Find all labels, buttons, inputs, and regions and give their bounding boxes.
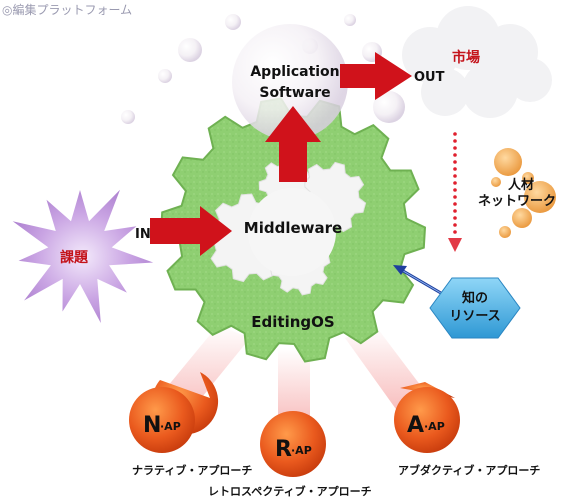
approach-r-suffix: ·AP [291, 444, 312, 457]
middleware-label: Middleware [244, 219, 342, 237]
bubble-decorations [121, 14, 405, 124]
dotted-arrow [453, 132, 457, 234]
out-label: OUT [414, 70, 445, 85]
knowledge-label-line2: リソース [449, 309, 500, 324]
market-label: 市場 [452, 49, 480, 66]
approach-n-letter: N [143, 413, 161, 438]
knowledge-hexagon [429, 277, 521, 339]
approach-r: R ·AP [260, 411, 326, 477]
application-label-line2: Software [259, 85, 330, 101]
approach-r-letter: R [275, 437, 292, 462]
application-label-line1: Application [250, 64, 339, 80]
editingos-label: EditingOS [251, 313, 334, 331]
market-cloud [402, 6, 552, 118]
approach-n-suffix: ·AP [160, 420, 181, 433]
out-arrow [340, 52, 412, 100]
approach-a-letter: A [407, 413, 424, 438]
approach-n: N ·AP [129, 372, 219, 453]
up-arrow [265, 106, 321, 182]
approach-a-suffix: ·AP [424, 420, 445, 433]
issue-label: 課題 [60, 249, 89, 266]
approach-a: A ·AP [394, 382, 460, 453]
in-arrow [150, 206, 232, 256]
approach-n-caption: ナラティブ・アプローチ [132, 463, 252, 477]
page-title: ◎編集プラットフォーム [2, 2, 132, 17]
issue-starburst [12, 189, 154, 323]
in-label: IN [135, 227, 151, 242]
application-bubble [232, 24, 348, 140]
knowledge-label-line1: 知の [462, 290, 488, 306]
talent-network-bubbles [491, 148, 556, 238]
talent-label-line1: 人材 [508, 177, 534, 193]
flow-arrows [150, 52, 462, 298]
approach-r-caption: レトロスペクティブ・アプローチ [208, 484, 372, 498]
talent-label-line2: ネットワーク [478, 194, 556, 209]
middleware-gears [205, 158, 367, 296]
approach-a-caption: アブダクティブ・アプローチ [398, 463, 540, 477]
